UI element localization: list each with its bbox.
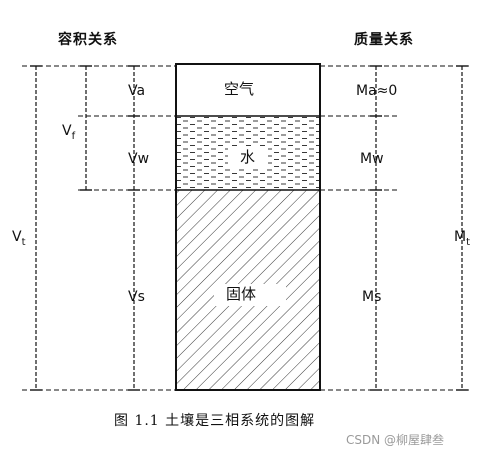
label-ms: Ms (362, 289, 382, 305)
tick-marks (30, 65, 468, 391)
figure-caption: 图 1.1 土壤是三相系统的图解 (114, 413, 316, 429)
watermark: CSDN @柳屋肆叁 (346, 433, 445, 447)
label-mw: Mw (360, 151, 384, 167)
label-va: Va (128, 83, 146, 99)
phase-label-solid: 固体 (226, 285, 257, 303)
water-label-bg (228, 148, 268, 168)
solid-label-bg (214, 284, 286, 306)
label-vs: Vs (128, 289, 145, 305)
phase-column-outline (175, 63, 321, 391)
label-vf: Vf (62, 123, 76, 142)
mass-relations-header: 质量关系 (354, 32, 414, 48)
phase-label-water: 水 (240, 148, 256, 166)
dimension-lines (35, 66, 463, 390)
label-mt: Mt (454, 229, 471, 248)
label-vt: Vt (12, 229, 26, 248)
label-ma: Ma≈0 (356, 83, 398, 99)
label-vw: Vw (128, 151, 150, 167)
phase-label-air: 空气 (224, 80, 255, 98)
volume-relations-header: 容积关系 (58, 32, 118, 48)
air-region (176, 64, 320, 116)
dashed-guides (22, 65, 472, 391)
